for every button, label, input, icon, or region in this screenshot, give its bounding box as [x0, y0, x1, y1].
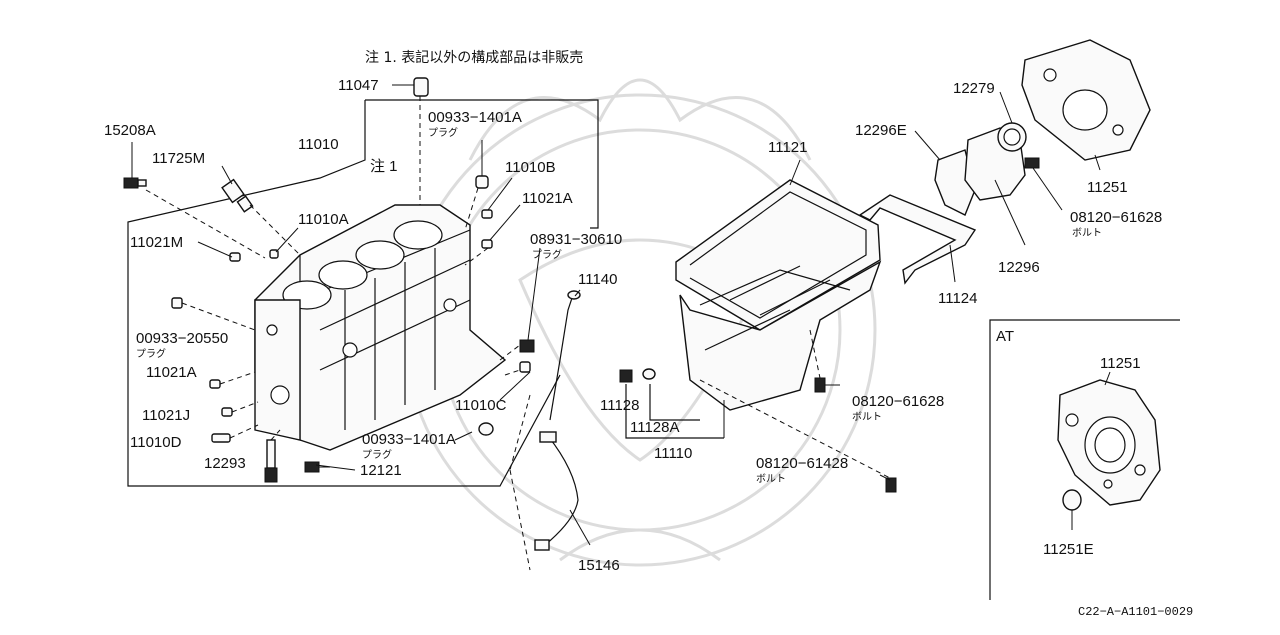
label-11110[interactable]: 11110 — [654, 445, 692, 462]
cylinder-bore-3 — [355, 240, 405, 270]
label-11021j[interactable]: 11021J — [142, 407, 190, 424]
dipstick-11140[interactable] — [549, 297, 573, 421]
label-11140[interactable]: 11140 — [578, 271, 618, 288]
part-11021a-top-pin[interactable] — [481, 239, 493, 249]
label-11021a-top[interactable]: 11021A — [522, 190, 573, 207]
label-11128[interactable]: 11128 — [600, 397, 640, 414]
part-12121-stud[interactable] — [304, 461, 330, 473]
part-08931-30610-plug[interactable] — [519, 339, 535, 353]
label-11010b[interactable]: 11010B — [505, 159, 556, 176]
label-12293[interactable]: 12293 — [204, 455, 246, 472]
label-12296[interactable]: 12296 — [998, 259, 1040, 276]
label-08120-61628-mid[interactable]: 08120−61628 — [852, 393, 944, 410]
label-11725m[interactable]: 11725M — [152, 150, 205, 167]
sub-08931-30610: プラグ — [532, 248, 562, 261]
bolt-08120-61428[interactable] — [885, 477, 897, 493]
block-group-bracket — [365, 99, 599, 229]
at-plug-11251e[interactable] — [1062, 489, 1082, 511]
label-12279[interactable]: 12279 — [953, 80, 995, 97]
diagram-code: C22−A−A1101−0029 — [1078, 605, 1193, 619]
label-00933-20550[interactable]: 00933−20550 — [136, 330, 228, 347]
sub-08120-61628-top: ボルト — [1072, 227, 1102, 239]
label-08120-61628-top[interactable]: 08120−61628 — [1070, 209, 1162, 226]
note-text: 注 1. 表記以外の構成部品は非販売 — [365, 49, 583, 66]
part-11010b-pin[interactable] — [481, 209, 493, 219]
part-11725m-sensor[interactable] — [221, 178, 254, 213]
cylinder-bore-4 — [393, 220, 443, 250]
label-11021a-left[interactable]: 11021A — [146, 364, 197, 381]
part-11021j-pin[interactable] — [221, 407, 233, 417]
rear-seal-assembly[interactable] — [914, 39, 1151, 246]
baffle-plate-11124[interactable] — [858, 194, 977, 285]
callout-labels: 注 1. 表記以外の構成部品は非販売 注 1 11047 00933−1401A… — [104, 49, 1193, 619]
label-11010d[interactable]: 11010D — [130, 434, 182, 451]
at-variant-box — [989, 319, 1180, 600]
label-11121[interactable]: 11121 — [768, 139, 808, 156]
oil-pan-gasket-11121[interactable] — [675, 179, 881, 331]
part-11021a-left-pin[interactable] — [209, 379, 221, 389]
part-00933-1401a-plug-top[interactable] — [475, 175, 489, 189]
part-11128a-washer[interactable] — [642, 368, 656, 380]
sub-00933-1401a-top: プラグ — [428, 126, 458, 139]
sub-08120-61428: ボルト — [756, 473, 786, 485]
label-15146[interactable]: 15146 — [578, 557, 620, 574]
label-15208a[interactable]: 15208A — [104, 122, 156, 139]
oil-pan-assembly[interactable] — [619, 159, 977, 493]
label-11010a[interactable]: 11010A — [298, 211, 349, 228]
part-11128-drain-plug[interactable] — [619, 369, 633, 383]
sub-08120-61628-mid: ボルト — [852, 411, 882, 423]
part-11010c-pin[interactable] — [519, 361, 531, 373]
at-box-title: AT — [996, 328, 1014, 345]
part-00933-20550-plug[interactable] — [171, 297, 183, 309]
part-15208a-bolt[interactable] — [123, 177, 147, 189]
label-11128a[interactable]: 11128A — [630, 419, 680, 436]
label-08931-30610[interactable]: 08931−30610 — [530, 231, 622, 248]
sub-00933-1401a-bottom: プラグ — [362, 448, 392, 461]
part-11010d-pin[interactable] — [211, 433, 231, 443]
label-at-11251[interactable]: 11251 — [1100, 355, 1141, 372]
sub-00933-20550: プラグ — [136, 347, 166, 360]
block-outline-frame — [127, 100, 561, 487]
dipstick-assembly[interactable] — [509, 289, 591, 571]
dipstick-tube-15146[interactable] — [544, 435, 579, 546]
note-marker: 注 1 — [370, 158, 398, 175]
bolt-08120-61628-mid[interactable] — [814, 377, 826, 393]
label-00933-1401a-bottom[interactable]: 00933−1401A — [362, 431, 456, 448]
part-00933-1401a-plug-bottom[interactable] — [478, 422, 494, 436]
label-12121[interactable]: 12121 — [360, 462, 402, 479]
label-11010c[interactable]: 11010C — [455, 397, 507, 414]
label-11021m[interactable]: 11021M — [130, 234, 183, 251]
label-at-11251e[interactable]: 11251E — [1043, 541, 1094, 558]
label-11010[interactable]: 11010 — [298, 136, 339, 153]
label-00933-1401a-top[interactable]: 00933−1401A — [428, 109, 522, 126]
part-11047-cap[interactable] — [413, 77, 429, 97]
cylinder-block-assembly[interactable] — [123, 77, 599, 487]
label-11047[interactable]: 11047 — [338, 77, 379, 94]
label-11124[interactable]: 11124 — [938, 290, 978, 307]
bolt-08120-61628-top[interactable] — [1024, 157, 1040, 169]
label-08120-61428[interactable]: 08120−61428 — [756, 455, 848, 472]
cylinder-bore-2 — [318, 260, 368, 290]
label-11251-top[interactable]: 11251 — [1087, 179, 1128, 196]
part-11021m-pin[interactable] — [229, 252, 241, 262]
label-12296e[interactable]: 12296E — [855, 122, 907, 139]
oil-pan-11110[interactable] — [679, 260, 882, 411]
rear-seal-retainer-gasket-12296e[interactable] — [934, 149, 976, 216]
part-12293-bolt[interactable] — [264, 439, 278, 483]
